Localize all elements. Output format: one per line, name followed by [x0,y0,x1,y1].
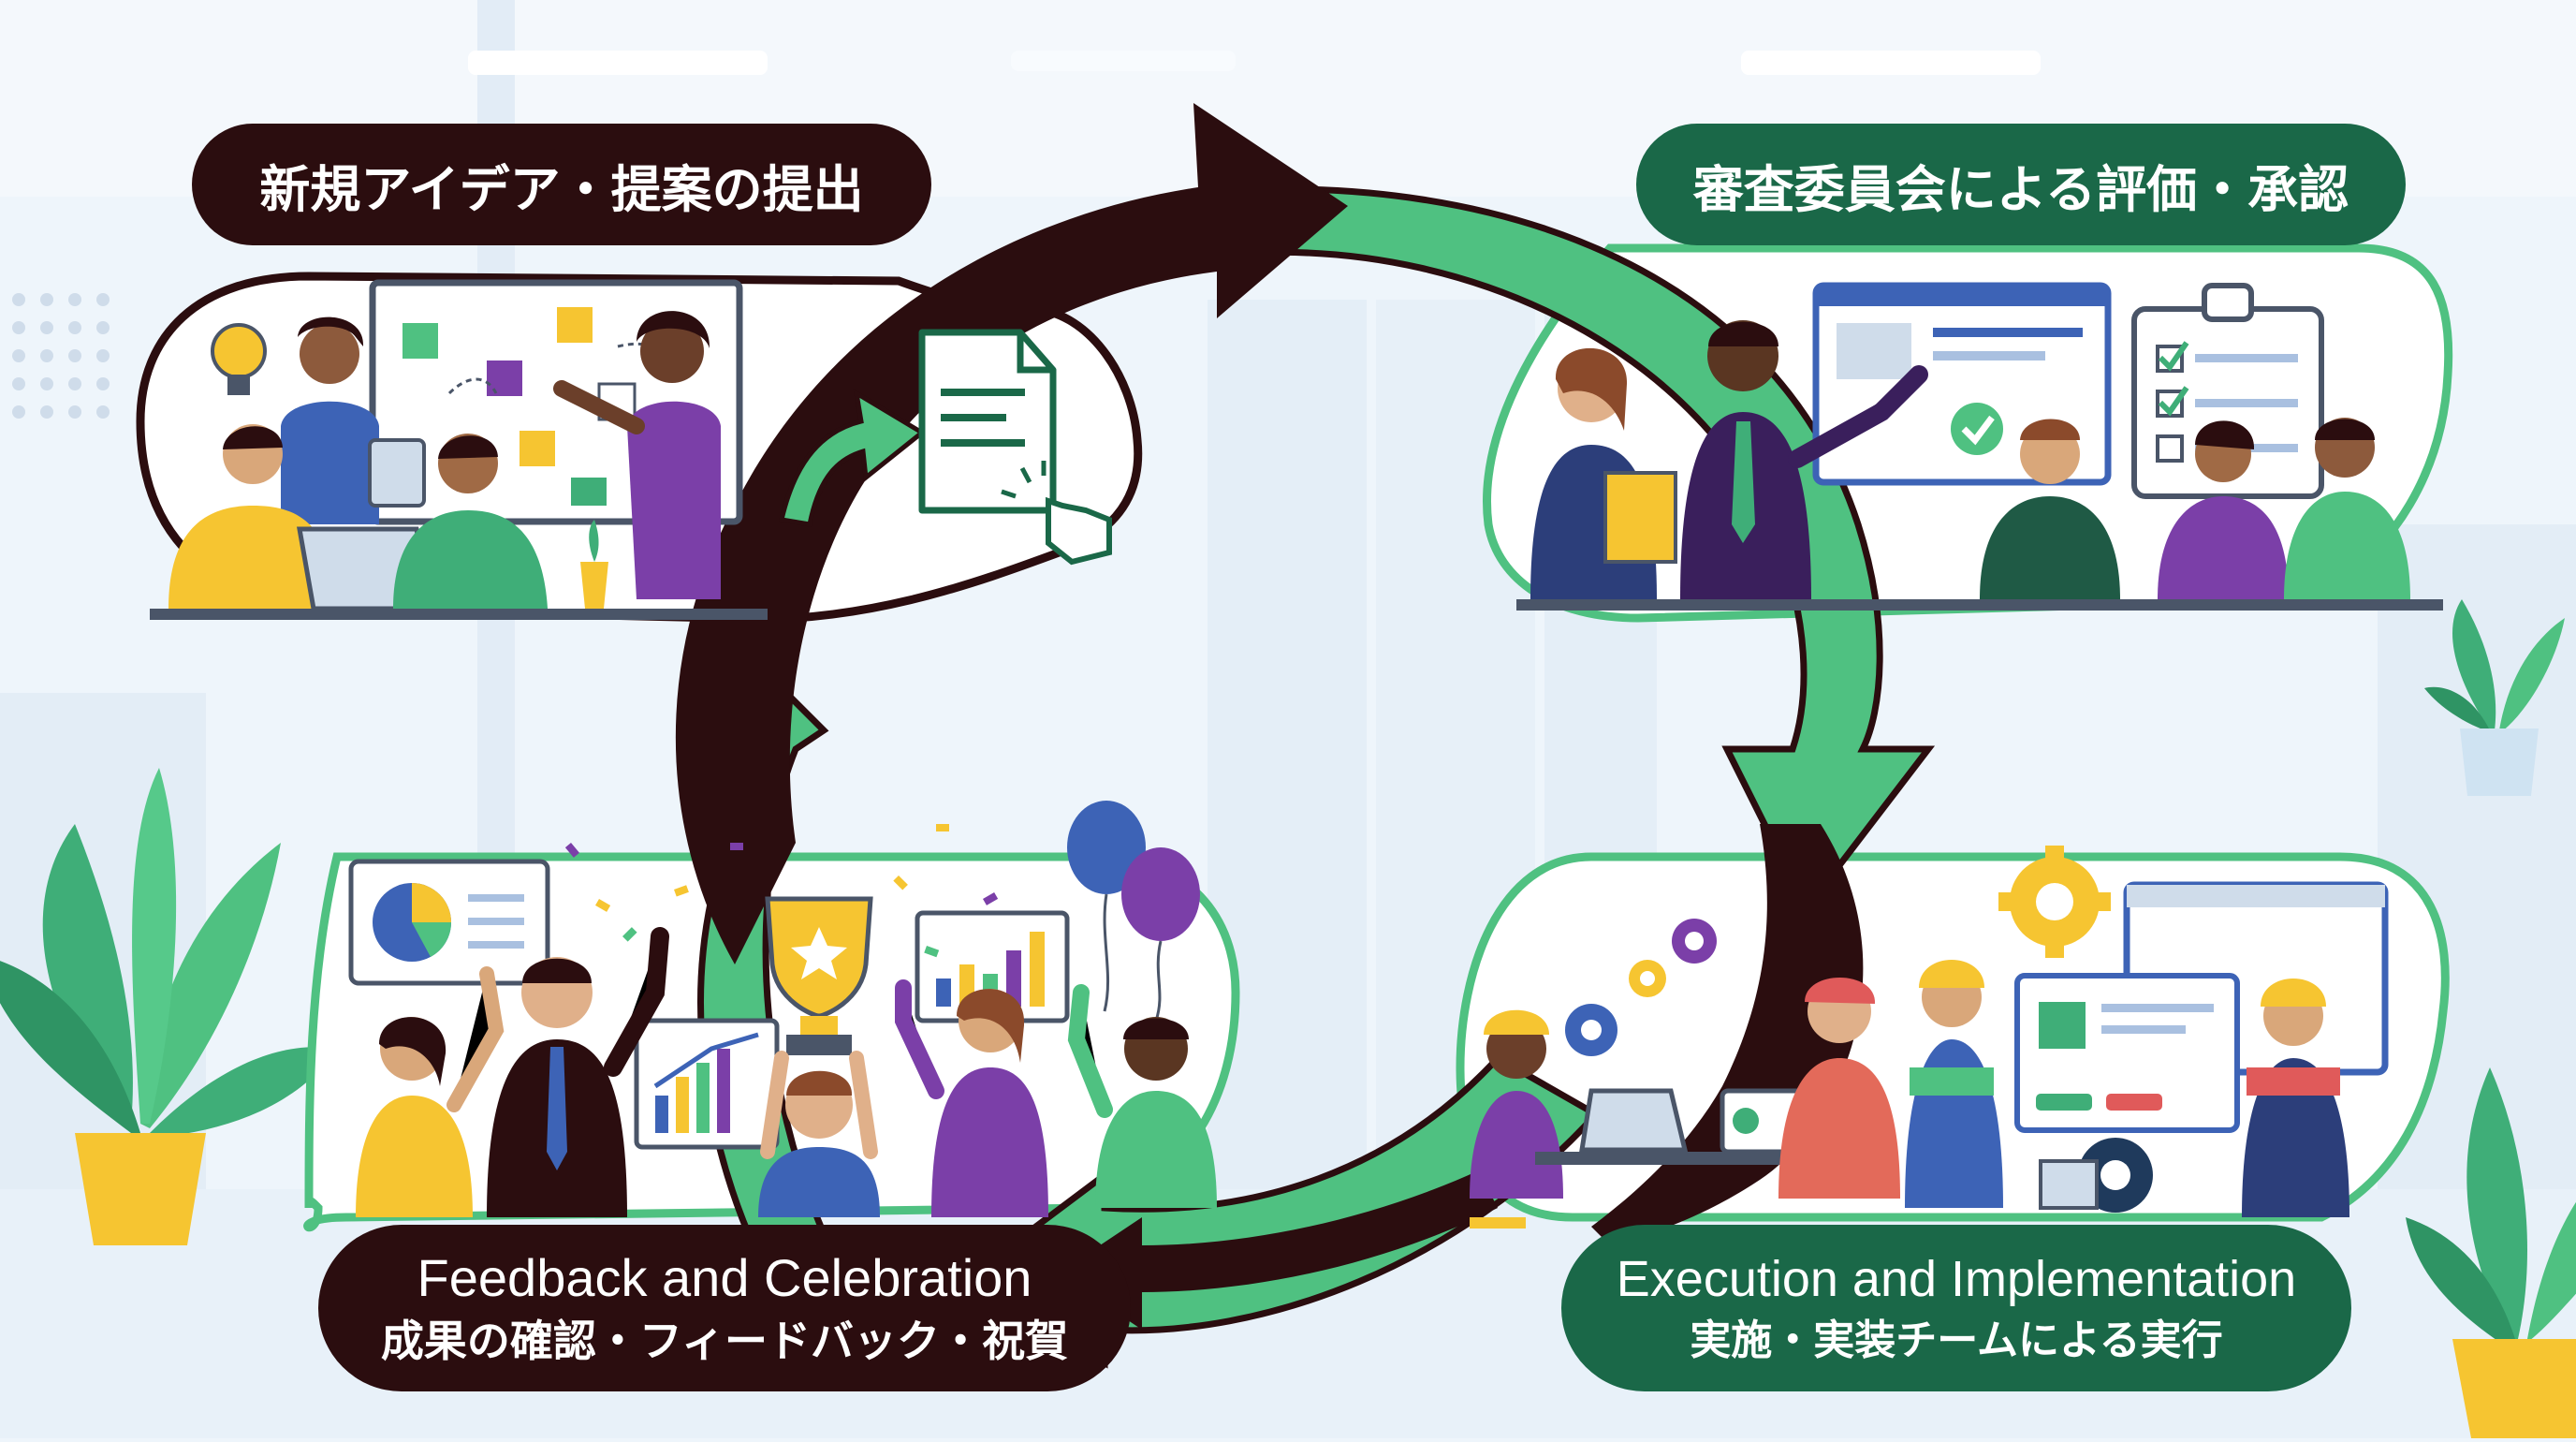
stage-title-review: 審査委員会による評価・承認 [1692,159,2349,219]
plant-right [2406,1067,2576,1438]
plant-right-small [2424,599,2565,796]
scene-submit [150,279,768,620]
stage-title-feedback-jp: 成果の確認・フィードバック・祝賀 [380,1316,1069,1366]
document-click-icon [918,329,1112,566]
stage-label-review: 審査委員会による評価・承認 [1636,124,2406,245]
checkmark-icon [1951,403,2003,455]
arrow-to-document [778,389,927,527]
gear-icon [1998,846,2111,958]
plant-left [0,768,337,1245]
balloon-icon [1067,801,1200,1022]
stage-label-feedback: Feedback and Celebration 成果の確認・フィードバック・祝… [318,1225,1131,1391]
arrow-submit [675,103,1348,964]
stage-label-submit: 新規アイデア・提案の提出 [192,124,931,245]
checklist-icon [2131,283,2324,499]
stage-title-execution-en: Execution and Implementation [1616,1251,2297,1307]
trophy-icon [765,896,873,1055]
stage-title-feedback-en: Feedback and Celebration [417,1248,1032,1307]
scene-review [1516,282,2443,611]
scene-feedback [348,801,1217,1217]
stage-label-execution: Execution and Implementation 実施・実装チームによる… [1561,1225,2351,1391]
lightbulb-icon [211,323,267,395]
pie-chart-icon [348,859,550,986]
arrow-deliver [1058,1170,1498,1330]
scene-execution [1470,846,2389,1229]
stage-title-execution-jp: 実施・実装チームによる実行 [1690,1317,2223,1364]
stage-title-submit: 新規アイデア・提案の提出 [259,159,864,219]
